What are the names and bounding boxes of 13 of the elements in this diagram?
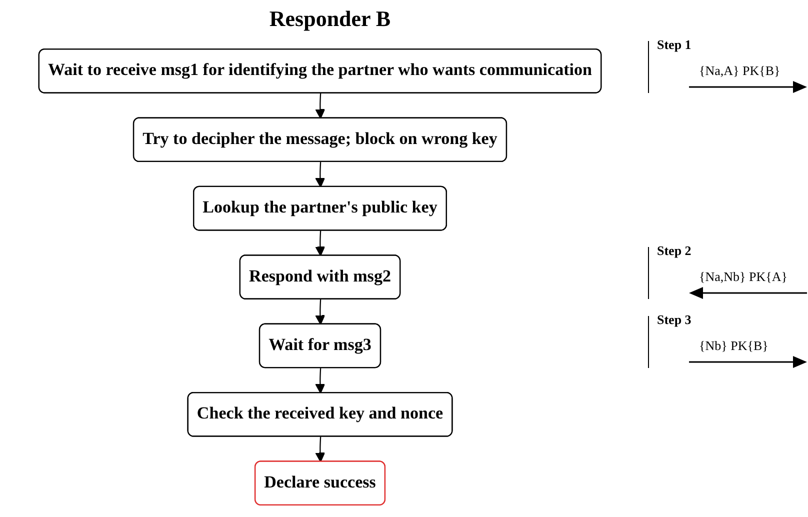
- message-label: {Na,Nb} PK{A}: [699, 269, 788, 286]
- diagram-title: Responder B: [268, 6, 392, 32]
- arrow: [315, 299, 326, 325]
- message-label: {Nb} PK{B}: [699, 338, 768, 354]
- message-label: {Na,A} PK{B}: [699, 63, 780, 80]
- arrow: [315, 368, 326, 394]
- step-label: Step 1: [657, 37, 692, 54]
- step-label: Step 3: [657, 312, 692, 328]
- arrow: [315, 230, 326, 256]
- arrow: [315, 436, 326, 462]
- arrow: [315, 93, 326, 119]
- arrow: [315, 162, 326, 188]
- step-label: Step 2: [657, 243, 692, 260]
